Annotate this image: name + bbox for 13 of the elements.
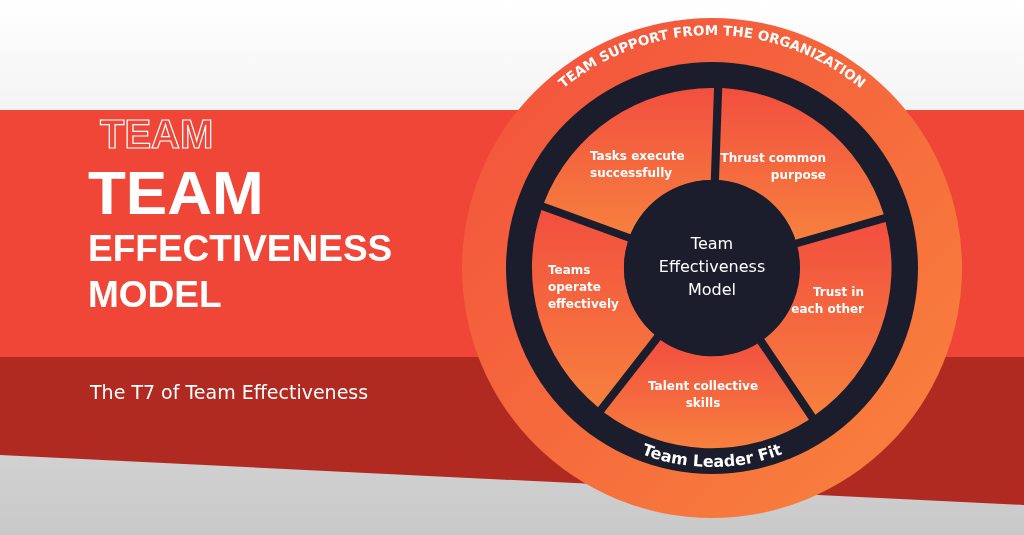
- segment-label: Teams operate effectively: [548, 262, 620, 313]
- ring-segment: [764, 222, 892, 415]
- segment-label: Trust in each other: [790, 284, 864, 318]
- segment-label: Talent collective skills: [646, 378, 760, 412]
- center-label: Team Effectiveness Model: [657, 233, 767, 301]
- title: TEAM EFFECTIVENESS MODEL: [88, 160, 394, 317]
- outlined-heading-word: TEAM: [100, 112, 214, 156]
- ring-segment: [544, 88, 715, 235]
- segment-label: Thrust common purpose: [719, 150, 826, 184]
- subtitle: The T7 of Team Effectiveness: [90, 381, 369, 403]
- segment-label: Tasks execute successfully: [590, 148, 686, 182]
- outer-ring: [462, 18, 962, 518]
- ring-label: Team Leader Fit: [639, 439, 785, 472]
